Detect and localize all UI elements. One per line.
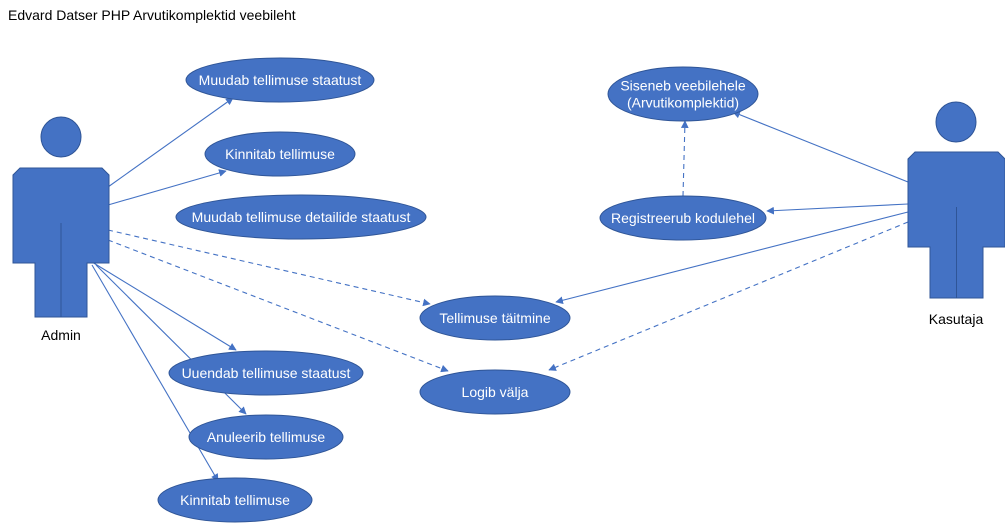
use-case-tellimuse_taitmine-ellipse [419,295,571,341]
use-case-kinnitab_2: Kinnitab tellimuse [157,477,313,523]
use-case-muudab_detailide-ellipse [175,194,427,240]
relation-kasutaja-to-tellimuse_taitmine [555,211,909,305]
relation-admin-to-muudab_staatust [107,97,234,188]
actor-admin: Admin [12,116,110,343]
use-case-muudab_staatust: Muudab tellimuse staatust [185,57,375,103]
use-case-tellimuse_taitmine: Tellimuse täitmine [419,295,571,341]
use-case-uuendab-label-0: Uuendab tellimuse staatust [182,365,351,381]
use-case-anuleerib-label-0: Anuleerib tellimuse [207,429,325,445]
use-case-muudab_detailide: Muudab tellimuse detailide staatust [175,194,427,240]
relation-registreerub-to-siseneb [680,120,689,197]
use-case-registreerub-label-0: Registreerub kodulehel [611,210,755,226]
use-case-uuendab: Uuendab tellimuse staatust [168,350,364,396]
actor-kasutaja-label: Kasutaja [929,311,984,327]
use-case-tellimuse_taitmine-label-0: Tellimuse täitmine [439,310,550,326]
use-case-logib_valja-label-0: Logib välja [462,384,529,400]
use-case-muudab_staatust-ellipse [185,57,375,103]
relation-admin-to-uuendab [91,261,237,351]
use-case-logib_valja-ellipse [419,369,571,415]
use-case-siseneb-ellipse [607,66,759,122]
use-case-uuendab-ellipse [168,350,364,396]
actor-admin-label: Admin [41,327,81,343]
use-case-kinnitab_1-ellipse [204,131,356,177]
relation-kasutaja-to-siseneb [732,110,909,183]
use-case-anuleerib: Anuleerib tellimuse [188,414,344,460]
use-case-anuleerib-ellipse [188,414,344,460]
relation-admin-to-logib_valja [107,239,449,373]
use-case-registreerub-ellipse [599,195,767,241]
relation-kasutaja-to-logib_valja [548,221,909,371]
use-case-siseneb-label-0: Siseneb veebilehele [620,78,746,94]
relation-kasutaja-to-registreerub [766,203,909,215]
use-case-muudab_staatust-label-0: Muudab tellimuse staatust [199,72,362,88]
use-case-kinnitab_2-label-0: Kinnitab tellimuse [180,492,290,508]
relation-admin-to-tellimuse_taitmine [107,229,431,307]
use-case-registreerub: Registreerub kodulehel [599,195,767,241]
page-title: Edvard Datser PHP Arvutikomplektid veebi… [8,7,296,23]
actors-layer: Admin Kasutaja [12,101,1005,343]
relations-layer [91,97,909,482]
use-case-muudab_detailide-label-0: Muudab tellimuse detailide staatust [192,209,411,225]
use-case-siseneb: Siseneb veebilehele(Arvutikomplektid) [607,66,759,122]
use-case-kinnitab_2-ellipse [157,477,313,523]
actor-kasutaja: Kasutaja [907,101,1005,327]
use-case-siseneb-label-1: (Arvutikomplektid) [627,95,739,111]
use-case-logib_valja: Logib välja [419,369,571,415]
relation-admin-to-kinnitab_1 [107,169,227,206]
use-case-kinnitab_1: Kinnitab tellimuse [204,131,356,177]
actor-admin-head [40,116,82,158]
actor-kasutaja-head [935,101,977,143]
use-case-kinnitab_1-label-0: Kinnitab tellimuse [225,146,335,162]
